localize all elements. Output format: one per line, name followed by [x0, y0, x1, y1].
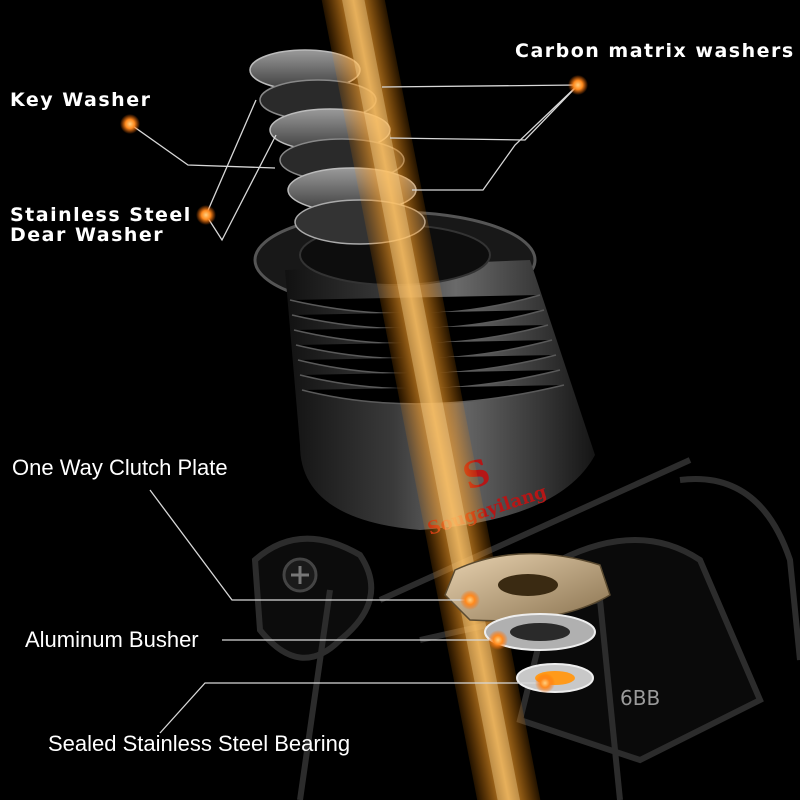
label-clutch-plate: One Way Clutch Plate	[12, 455, 228, 480]
label-stainless-washer-line1: Stainless Steel	[10, 204, 192, 226]
marker-aluminum-busher	[488, 630, 508, 650]
marker-stainless-washer	[196, 205, 216, 225]
side-screw	[282, 557, 318, 593]
bearing-count-mark: 6BB	[620, 686, 660, 710]
callout-markers	[120, 75, 588, 693]
label-stainless-washer: Stainless Steel Dear Washer	[10, 203, 192, 247]
marker-key-washer	[120, 114, 140, 134]
label-stainless-washer-line2: Dear Washer	[10, 224, 165, 246]
label-aluminum-busher: Aluminum Busher	[25, 627, 199, 652]
aluminum-busher-part	[484, 613, 596, 651]
marker-carbon-washers	[568, 75, 588, 95]
label-sealed-bearing: Sealed Stainless Steel Bearing	[48, 731, 351, 756]
label-key-washer: Key Washer	[10, 89, 152, 111]
marker-clutch-plate	[460, 590, 480, 610]
label-carbon-washers: Carbon matrix washers	[515, 40, 795, 62]
marker-sealed-bearing	[535, 673, 555, 693]
